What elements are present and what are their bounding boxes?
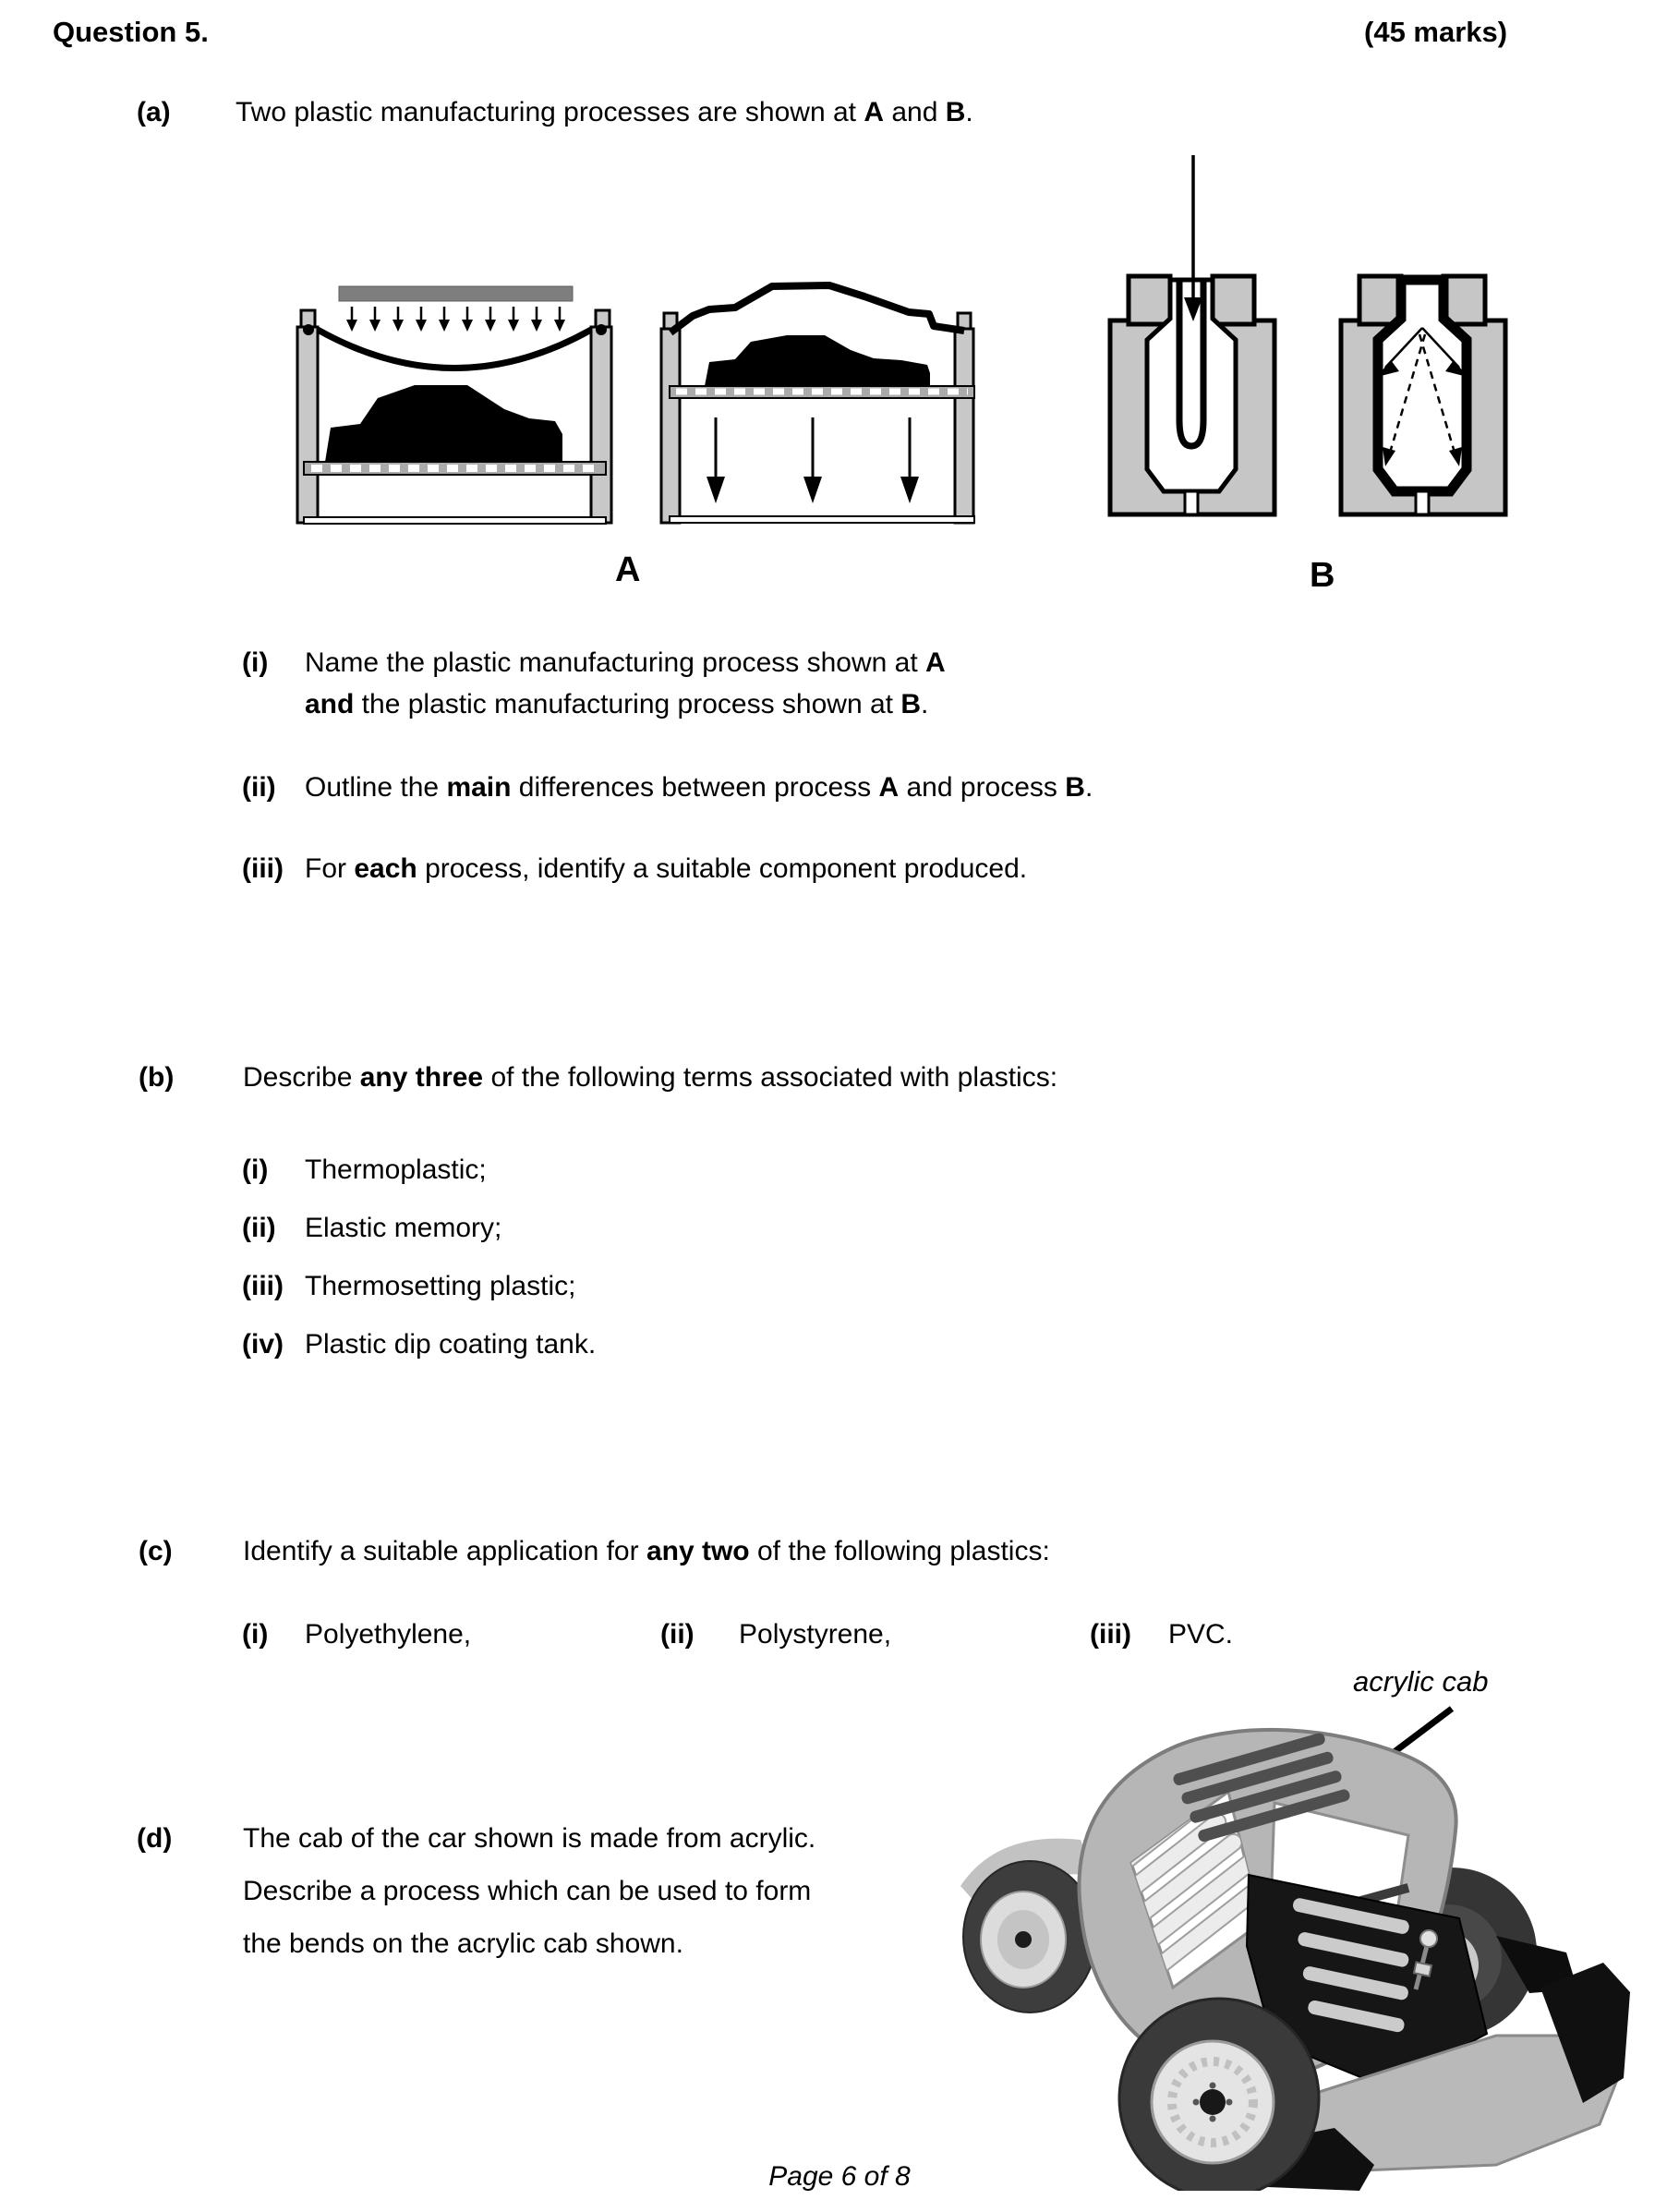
blow-moulding-stage2 — [1338, 273, 1508, 517]
term-iv-label: (iv) — [242, 1329, 284, 1360]
plastic-i-text: Polyethylene, — [305, 1619, 472, 1650]
heater-bar — [338, 285, 574, 302]
mould-neck-block — [1357, 273, 1404, 327]
question-iii-label: (iii) — [242, 853, 284, 884]
acrylic-cab-annotation: acrylic cab — [1353, 1665, 1489, 1698]
car-mould — [705, 335, 930, 386]
lever-knob — [1419, 1929, 1438, 1948]
mould-cavity — [1144, 277, 1238, 494]
section-d-label: (d) — [137, 1823, 173, 1854]
blow-moulding-stage1 — [1107, 155, 1277, 517]
vacuum-arrows — [707, 417, 919, 503]
mould-neck-block — [1441, 273, 1488, 327]
plastic-iii-text: PVC. — [1168, 1619, 1234, 1650]
figure-label-b: B — [1310, 556, 1335, 595]
figure-label-a: A — [615, 550, 641, 589]
term-ii-text: Elastic memory; — [305, 1213, 502, 1243]
right-skid — [1540, 1963, 1630, 2103]
section-a-intro-text: Two plastic manufacturing processes are … — [236, 97, 864, 127]
section-c-intro: Identify a suitable application for any … — [243, 1536, 1050, 1566]
car-mould — [325, 385, 562, 462]
question-ii-label: (ii) — [242, 772, 276, 803]
plastic-ii-label: (ii) — [660, 1619, 695, 1650]
section-d-line3: the bends on the acrylic cab shown. — [243, 1928, 683, 1959]
blown-plastic-lining — [1372, 274, 1472, 497]
base-plate — [669, 515, 975, 524]
sagging-plastic-sheet — [316, 326, 593, 371]
section-d-line1: The cab of the car shown is made from ac… — [243, 1823, 816, 1854]
term-i-text: Thermoplastic; — [305, 1154, 487, 1185]
frame-post — [296, 325, 320, 525]
question-ii-line: Outline the main differences between pro… — [305, 772, 1093, 803]
mould-neck-block — [1126, 273, 1173, 327]
page-title: Question 5. — [53, 16, 209, 48]
sheet-clamp — [303, 324, 314, 335]
seat-slots — [1293, 1898, 1409, 2033]
vacuum-forming-stage2 — [659, 282, 975, 525]
section-b-intro: Describe any three of the following term… — [243, 1062, 1058, 1093]
rear-wing — [1496, 1936, 1577, 1993]
blow-air-arrows — [1377, 327, 1468, 466]
section-a-label: (a) — [137, 97, 171, 127]
question-i-label: (i) — [242, 647, 269, 678]
bottom-slit — [1183, 490, 1200, 516]
mould-neck-block — [1210, 273, 1257, 327]
page-footer: Page 6 of 8 — [768, 2161, 911, 2192]
term-iii-text: Thermosetting plastic; — [305, 1271, 576, 1301]
plastic-iii-label: (iii) — [1090, 1619, 1131, 1650]
air-feed-arrowhead — [1184, 297, 1202, 321]
term-i-label: (i) — [242, 1154, 269, 1185]
section-a-intro: Two plastic manufacturing processes are … — [236, 97, 973, 127]
marks-label: (45 marks) — [1364, 16, 1508, 48]
question-i-line1: Name the plastic manufacturing process s… — [305, 647, 946, 678]
frame-post — [953, 327, 975, 525]
formed-plastic-sheet — [668, 282, 965, 336]
left-wheel — [962, 1860, 1097, 2013]
front-wheel — [1117, 1997, 1321, 2191]
seat-plate — [1245, 1873, 1489, 2089]
frame-post — [589, 325, 613, 525]
parison-tube — [1176, 280, 1207, 450]
process-diagrams-figure — [296, 155, 1508, 525]
vacuum-box — [317, 474, 592, 518]
plastic-i-label: (i) — [242, 1619, 269, 1650]
section-c-label: (c) — [139, 1536, 173, 1566]
bottom-slit — [1414, 490, 1431, 516]
vacuum-forming-stage1 — [296, 285, 613, 525]
base-plate — [303, 516, 607, 525]
frame-post — [659, 327, 682, 525]
sheet-clamp — [596, 324, 607, 335]
term-iv-text: Plastic dip coating tank. — [305, 1329, 597, 1360]
term-iii-label: (iii) — [242, 1271, 284, 1301]
vacuum-box — [679, 397, 956, 517]
car-illustration — [960, 1728, 1630, 2191]
lever-nut — [1412, 1961, 1433, 1977]
roof-slats — [1173, 1733, 1350, 1842]
term-ii-label: (ii) — [242, 1213, 276, 1243]
question-iii-line: For each process, identify a suitable co… — [305, 853, 1028, 884]
heat-arrows — [346, 307, 565, 332]
section-d-line2: Describe a process which can be used to … — [243, 1876, 812, 1906]
question-i-line2: and the plastic manufacturing process sh… — [305, 689, 929, 719]
plastic-ii-text: Polystyrene, — [739, 1619, 892, 1650]
section-b-label: (b) — [139, 1062, 175, 1093]
